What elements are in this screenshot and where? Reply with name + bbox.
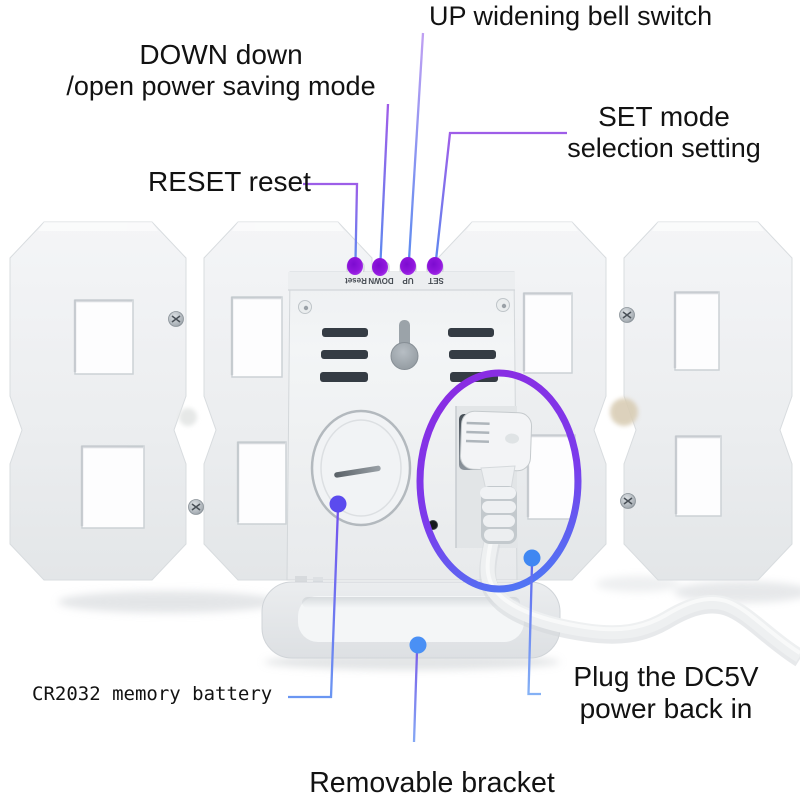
callout-line-plug (527, 563, 541, 696)
strain-relief (480, 486, 517, 544)
plug-label-line2: power back in (579, 693, 753, 725)
up-label: UP widening bell switch (429, 1, 713, 31)
digit-4 (623, 221, 793, 581)
coin-slot (334, 465, 381, 478)
callout-line-reset (303, 182, 359, 261)
highlight-circle (416, 369, 582, 593)
plug-label: Plug the DC5V power back in (556, 661, 776, 726)
callout-lines (288, 32, 567, 743)
down-label: DOWN down /open power saving mode (56, 39, 386, 103)
callout-dots (329, 257, 541, 654)
battery-cover (310, 409, 412, 527)
battery-dot (329, 495, 347, 513)
callout-line-battery (288, 507, 340, 699)
bracket-stand (261, 576, 561, 670)
digit-windows (73, 291, 722, 529)
set-label-line1: SET mode (598, 101, 730, 132)
mold-mark (179, 408, 197, 426)
label-down-printed: DOWN (368, 276, 394, 285)
ground-shadow (58, 576, 800, 613)
panel-screws (298, 298, 510, 314)
light-sensor-dot (610, 398, 638, 426)
set-label-line2: selection setting (567, 133, 761, 164)
bracket-dot (409, 636, 427, 654)
label-up-printed: UP (402, 276, 414, 285)
reset-button-dot (347, 257, 363, 275)
set-button-dot (427, 257, 443, 275)
up-button-dot (400, 257, 416, 275)
panel-button-labels: Reset DOWN UP SET (345, 276, 444, 285)
callout-line-down (379, 103, 390, 262)
dc-plug (459, 410, 533, 544)
keyhole (390, 320, 419, 370)
reset-label: RESET reset (148, 166, 311, 197)
vent-slots (320, 328, 498, 382)
callout-line-bracket (412, 650, 419, 743)
down-label-line2: /open power saving mode (66, 71, 376, 102)
callout-line-up (407, 32, 425, 261)
callout-line-set (434, 131, 567, 261)
battery-label: CR2032 memory battery (32, 683, 273, 705)
plug-label-line1: Plug the DC5V (573, 661, 759, 692)
down-button-dot (372, 258, 388, 276)
label-reset-printed: Reset (345, 276, 367, 285)
label-set-printed: SET (428, 276, 444, 285)
bracket-label: Removable bracket (309, 767, 555, 799)
down-label-line1: DOWN down (139, 39, 303, 70)
digit-screws (168, 307, 636, 515)
plug-dot (523, 549, 541, 567)
set-label: SET mode selection setting (556, 101, 772, 165)
